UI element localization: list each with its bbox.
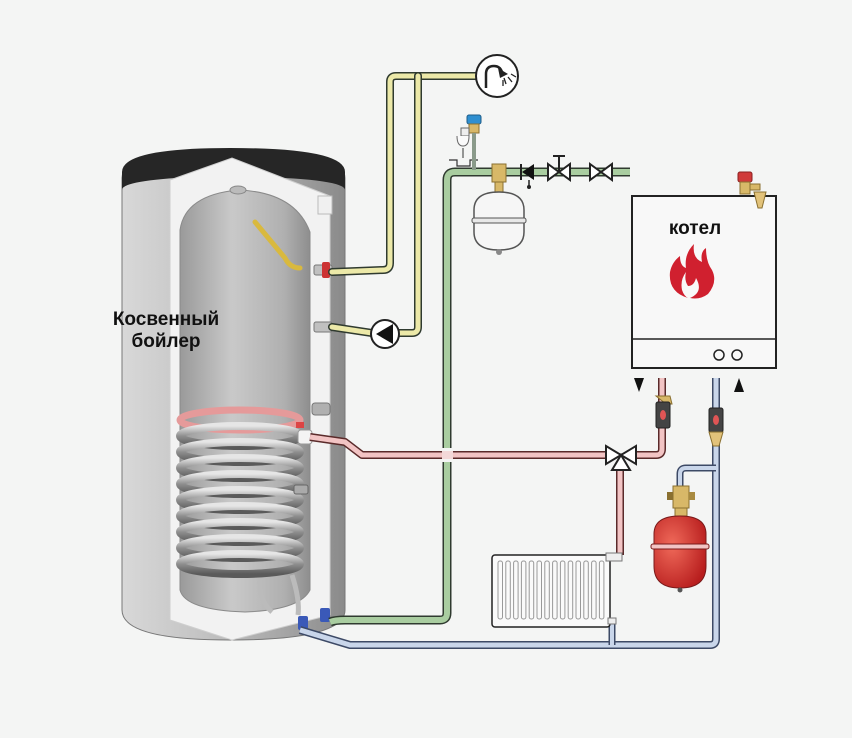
pump-icon	[370, 319, 400, 349]
heating-return-pipe	[298, 378, 720, 649]
water-safety-valve-icon	[449, 114, 482, 170]
radiator-fin	[559, 560, 566, 620]
hot-water-intake-tube	[252, 219, 303, 271]
radiator-fin	[505, 560, 511, 620]
expansion-tank-heating	[650, 485, 710, 593]
flame-icon	[669, 244, 715, 299]
expansion-tank-water	[471, 163, 527, 255]
heating-safety-valve-icon	[737, 171, 767, 209]
heating-supply-pipe	[309, 378, 666, 555]
fitting-sensor	[311, 402, 331, 416]
radiator-fin	[536, 560, 542, 620]
indirect-boiler-label: Косвенный бойлер	[104, 309, 228, 353]
shower-icon	[475, 54, 519, 98]
boiler-indicator-2	[731, 349, 743, 361]
boiler-inner-tank	[179, 189, 311, 613]
shutoff-valve-1-icon[interactable]	[547, 155, 571, 182]
radiator-fin	[575, 560, 581, 620]
radiator-fin	[552, 560, 558, 620]
shutoff-valve-2-icon[interactable]	[589, 162, 613, 182]
indirect-boiler	[121, 148, 346, 641]
fitting-aux	[293, 484, 309, 495]
arrow-down-icon	[634, 378, 644, 392]
arrow-up-icon	[734, 378, 744, 392]
indirect-boiler-label-line1: Косвенный	[112, 309, 220, 330]
radiator-fin	[591, 560, 597, 620]
heat-exchanger-coil	[176, 406, 304, 616]
radiator-fin	[583, 560, 589, 620]
fitting-coil-in	[297, 429, 313, 445]
radiator-fin	[598, 560, 605, 620]
radiator-fin	[567, 560, 574, 620]
radiator-icon	[491, 552, 623, 628]
radiator-fin	[513, 560, 519, 620]
radiator-fin	[544, 560, 550, 620]
supply-filter-icon	[654, 395, 673, 429]
cold-water-pipe	[328, 167, 630, 627]
indirect-boiler-label-line2: бойлер	[131, 330, 201, 352]
three-way-valve-icon[interactable]	[605, 444, 637, 471]
check-valve-icon	[520, 164, 534, 189]
radiator-fin	[497, 560, 503, 620]
gas-boiler	[631, 195, 777, 369]
boiler-indicator-1	[713, 349, 725, 361]
radiator-fin	[520, 560, 527, 620]
hot-water-pipe	[328, 72, 482, 337]
gas-boiler-label: котел	[668, 218, 722, 239]
radiator-fin	[528, 560, 535, 620]
return-filter-icon	[708, 407, 724, 447]
